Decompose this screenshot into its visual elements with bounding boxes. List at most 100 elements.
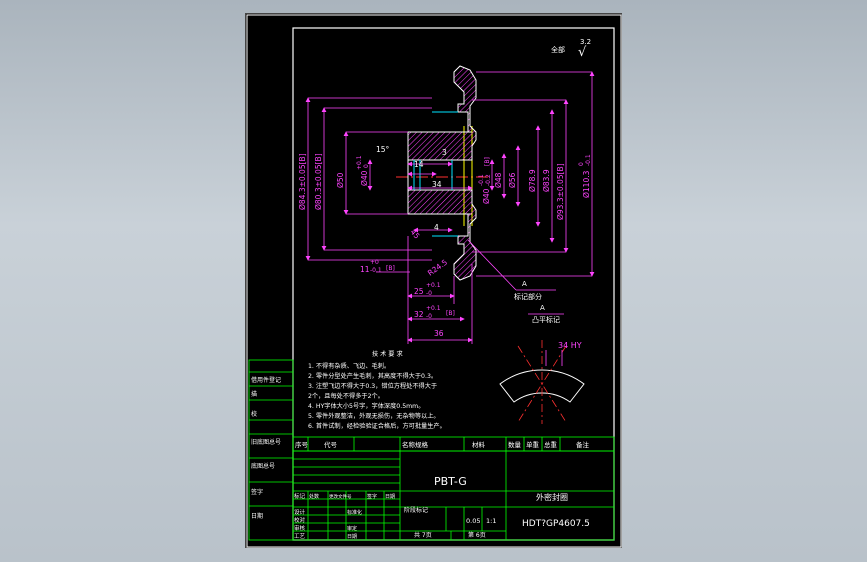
bom-grid: [292, 436, 615, 452]
dimension-texts: 15° 3 14 34 4 R24.5 45 Ø84.3±0.05[B] Ø80…: [298, 145, 592, 338]
row-label-2: 校对: [294, 516, 306, 524]
row-label-0: 标记: [294, 492, 306, 500]
callouts: A 标记部分 A 凸平标记: [514, 280, 560, 324]
dim-45: 45: [408, 228, 421, 241]
dim-25-tol-up: +0.1: [426, 282, 441, 289]
dim-phi50: Ø50: [336, 172, 345, 188]
dim-32: 32: [414, 310, 424, 319]
note-line-6: 5. 零件外观整洁，外观无损伤，无杂物等以上。: [308, 412, 440, 420]
bom-h-6: 总重: [544, 440, 558, 449]
side-label-3: 旧底图总号: [251, 438, 281, 446]
dimension-lines: [305, 71, 595, 344]
bom-h-5: 单重: [526, 440, 540, 449]
sub-label-1: 审定: [347, 525, 357, 532]
bom-h-1: 代号: [324, 440, 338, 449]
dim-phi40-tol-up: +0.1: [356, 155, 363, 170]
dim-11: 11: [360, 265, 370, 274]
material-name: PBT-G: [434, 475, 467, 488]
dim-25: 25: [414, 287, 424, 296]
row-label-3: 审核: [294, 524, 306, 532]
notes-title: 技 术 要 求: [372, 350, 403, 358]
dim-phi933: Ø93.3±0.05[B]: [556, 163, 565, 220]
note-line-3: 3. 注塑飞边不得大于0.3，错位方程处不得大于: [308, 382, 437, 390]
dim-phi40b: Ø40: [482, 188, 491, 204]
dim-phi80: Ø80.3±0.05[B]: [314, 153, 323, 210]
cad-viewport[interactable]: 全部 √ 3.2: [245, 13, 622, 548]
scale-value: 1:1: [486, 517, 496, 525]
dim-25-tol-lo: -0: [426, 290, 432, 297]
title-block-text: PBT-G 外密封圈 HDT?GP4607.5 阶段标记 0.05 1:1 共 …: [294, 475, 590, 540]
hy-label: 34 HY: [558, 341, 582, 350]
dim-phi84: Ø84.3±0.05[B]: [298, 153, 307, 210]
cad-drawing[interactable]: 全部 √ 3.2: [246, 14, 623, 549]
view-a-label: A: [522, 280, 527, 288]
dim-phi110-tol-up: 0: [578, 162, 585, 166]
dim-phi40b-tol-lo: -0.2: [485, 174, 492, 186]
dim-11-tol-up: +0: [370, 259, 379, 266]
convex-label: 凸平标记: [532, 315, 560, 324]
note-line-7: 6. 首件试制，经检验验证合格后，方可批量生产。: [308, 422, 446, 430]
col-label-3: 日期: [385, 494, 395, 500]
side-label-1: 描: [251, 390, 257, 398]
note-line-1: 1. 不得有杂质、飞边、毛刺。: [308, 362, 390, 370]
side-label-0: 借用件登记: [251, 376, 281, 384]
dim-phi48: Ø48: [494, 172, 503, 188]
bom-h-3: 材料: [472, 440, 486, 449]
sheet-number: 第 6页: [468, 531, 486, 539]
drawing-number: HDT?GP4607.5: [522, 519, 590, 529]
outer-frame: [246, 14, 622, 548]
dim-32-tag: [B]: [446, 310, 455, 317]
surface-roughness-value: 3.2: [580, 38, 591, 46]
side-label-2: 校: [251, 410, 257, 418]
bom-headers: 序号 代号 名称规格 材料 数量 单重 总重 备注: [295, 440, 590, 449]
detail-view-a: 34 HY: [499, 340, 585, 424]
bom-h-2: 名称规格: [402, 440, 429, 449]
mark-label: 标记部分: [514, 292, 542, 301]
dim-phi56: Ø56: [508, 172, 517, 188]
sub-label-0: 标准化: [347, 509, 362, 516]
surface-roughness-symbol: √: [578, 45, 587, 60]
sub-label-2: 日期: [347, 534, 357, 540]
dim-phi110-tol-lo: -0.1: [585, 154, 592, 166]
surface-finish-label: 全部: [551, 45, 565, 54]
title-block-grid: [292, 450, 615, 541]
note-line-2: 2. 零件分型处产生毛刺，其高度不得大于0.3。: [308, 372, 437, 380]
technical-notes: 技 术 要 求 1. 不得有杂质、飞边、毛刺。 2. 零件分型处产生毛刺，其高度…: [308, 350, 446, 430]
side-strip-labels: 借用件登记 描 校 旧底图总号 底图总号 签字 日期: [251, 376, 281, 520]
sheet-total: 共 7页: [414, 531, 432, 539]
side-label-6: 日期: [251, 512, 263, 520]
dim-11-tag: [B]: [386, 265, 395, 272]
side-strip: [248, 359, 294, 541]
dim-4: 4: [434, 223, 439, 232]
hatched-section: [407, 65, 477, 161]
part-name: 外密封圈: [536, 492, 568, 502]
dim-34: 34: [432, 180, 442, 189]
side-label-4: 底图总号: [251, 462, 275, 470]
row-label-4: 工艺: [294, 533, 306, 540]
weight-value: 0.05: [466, 517, 480, 525]
col-label-0: 处数: [309, 493, 319, 500]
dim-chamfer-angle: 15°: [376, 145, 390, 154]
dim-14: 14: [414, 160, 424, 169]
dim-36: 36: [434, 329, 444, 338]
dim-3: 3: [442, 148, 447, 157]
note-line-4: 2个，且每处不得多于2个。: [308, 392, 384, 400]
dim-phi839: Ø83.9: [542, 169, 551, 192]
dim-phi110: Ø110.3: [582, 170, 591, 198]
dim-11-tol-lo: -0.1: [370, 267, 382, 274]
dim-phi40b-tag: [B]: [484, 157, 491, 166]
dim-phi40: Ø40: [360, 170, 369, 186]
col-label-2: 签字: [367, 493, 377, 500]
section-view: [396, 65, 488, 281]
arc-ring: [499, 369, 585, 403]
mark-a-label: A: [540, 304, 545, 312]
bom-h-4: 数量: [508, 440, 522, 449]
hatched-section-lower: [407, 189, 477, 281]
dim-r245: R24.5: [426, 258, 449, 278]
dim-32-tol-lo: -0: [426, 313, 432, 320]
side-label-5: 签字: [251, 488, 263, 496]
dim-phi40-tol-lo: 0: [363, 164, 370, 168]
dim-32-tol-up: +0.1: [426, 305, 441, 312]
note-line-5: 4. HY字体大小5号字，字体深度0.5mm。: [308, 402, 424, 410]
dim-phi789: Ø78.9: [528, 169, 537, 192]
